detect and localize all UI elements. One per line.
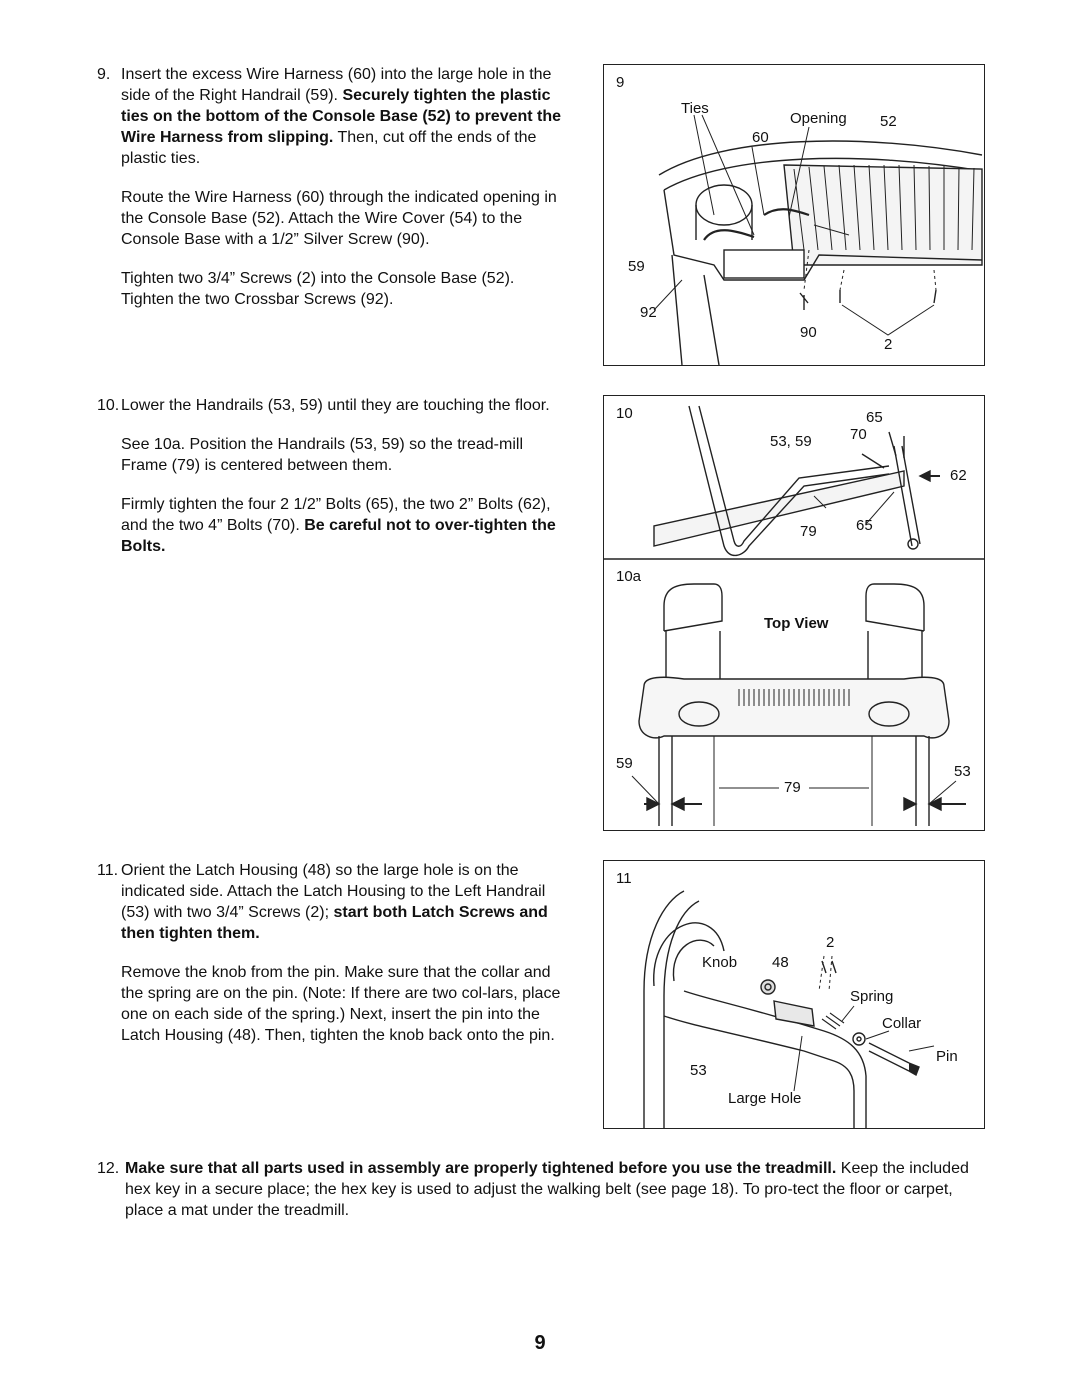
label-65-top: 65 xyxy=(866,409,883,426)
label-53-59: 53, 59 xyxy=(770,433,812,450)
text-run: Insert the excess Wire Harness (60) into… xyxy=(121,66,552,104)
text-run: Lower the Handrails (53, 59) until they … xyxy=(121,397,550,414)
step-paragraph: See 10a. Position the Handrails (53, 59)… xyxy=(121,434,567,476)
step-number: 12. xyxy=(97,1160,120,1177)
label-large-hole: Large Hole xyxy=(728,1090,801,1107)
figure-number: 11 xyxy=(616,870,632,887)
label-2: 2 xyxy=(884,336,892,353)
step-paragraph: Firmly tighten the four 2 1/2” Bolts (65… xyxy=(121,494,567,557)
step-11: 11. Orient the Latch Housing (48) so the… xyxy=(97,860,567,1064)
step-paragraph: Tighten two 3/4” Screws (2) into the Con… xyxy=(121,268,567,310)
label-spring: Spring xyxy=(850,988,893,1005)
figure-number: 10a xyxy=(616,568,642,585)
bold-text-run: start both Latch Screws and then tighten… xyxy=(121,904,548,942)
figure-10: 10 65 70 53, 59 62 79 65 10a Top View 59… xyxy=(603,395,985,831)
bold-text-run: Make sure that all parts used in assembl… xyxy=(125,1160,837,1177)
step-paragraph: Remove the knob from the pin. Make sure … xyxy=(121,962,567,1046)
label-53: 53 xyxy=(690,1062,707,1079)
text-run: Orient the Latch Housing (48) so the lar… xyxy=(121,862,546,921)
label-ties: Ties xyxy=(681,100,709,117)
label-79: 79 xyxy=(784,779,801,796)
step-paragraph: Route the Wire Harness (60) through the … xyxy=(121,187,567,250)
label-79: 79 xyxy=(800,523,817,540)
text-run: See 10a. Position the Handrails (53, 59)… xyxy=(121,436,523,474)
label-60: 60 xyxy=(752,129,769,146)
text-run: Keep the included hex key in a secure pl… xyxy=(125,1160,969,1219)
step-paragraph: Orient the Latch Housing (48) so the lar… xyxy=(121,860,567,944)
step-paragraph: Lower the Handrails (53, 59) until they … xyxy=(121,395,567,416)
label-59: 59 xyxy=(616,755,633,772)
label-59: 59 xyxy=(628,258,645,275)
text-run: Route the Wire Harness (60) through the … xyxy=(121,189,557,248)
label-62: 62 xyxy=(950,467,967,484)
text-run: Firmly tighten the four 2 1/2” Bolts (65… xyxy=(121,496,551,534)
page-number: 9 xyxy=(534,1332,546,1354)
label-92: 92 xyxy=(640,304,657,321)
step-paragraph: Make sure that all parts used in assembl… xyxy=(125,1158,982,1221)
label-pin: Pin xyxy=(936,1048,958,1065)
step-number: 10. xyxy=(97,397,120,414)
label-90: 90 xyxy=(800,324,817,341)
step-number: 9. xyxy=(97,66,111,83)
label-70: 70 xyxy=(850,426,867,443)
label-opening: Opening xyxy=(790,110,847,127)
step-number: 11. xyxy=(97,862,119,879)
figure-number: 9 xyxy=(616,74,624,91)
label-collar: Collar xyxy=(882,1015,921,1032)
text-run: Then, cut off the ends of the plastic ti… xyxy=(121,129,537,167)
label-2: 2 xyxy=(826,934,834,951)
label-53: 53 xyxy=(954,763,971,780)
text-run: Remove the knob from the pin. Make sure … xyxy=(121,964,561,1044)
label-knob: Knob xyxy=(702,954,737,971)
figure-9-drawing: 9 Ties Opening 52 60 54 59 92 90 2 xyxy=(616,74,983,365)
console-base-illustration xyxy=(653,114,983,365)
latch-housing-illustration xyxy=(643,890,935,1128)
figure-11: 11 2 Knob 48 Spring Collar Pin 53 Large … xyxy=(603,860,985,1129)
label-48: 48 xyxy=(772,954,789,971)
figure-9: 9 Ties Opening 52 60 54 59 92 90 2 xyxy=(603,64,985,366)
step-10: 10. Lower the Handrails (53, 59) until t… xyxy=(97,395,567,575)
bold-text-run: Securely tighten the plastic ties on the… xyxy=(121,87,562,146)
top-view-illustration xyxy=(631,583,966,826)
bold-text-run: Be careful not to over-tighten the Bolts… xyxy=(121,517,556,555)
figure-10-drawing: 10 65 70 53, 59 62 79 65 10a Top View 59… xyxy=(604,405,984,826)
figure-number: 10 xyxy=(616,405,633,422)
step-paragraph: Insert the excess Wire Harness (60) into… xyxy=(121,64,567,169)
handrail-side-illustration xyxy=(653,405,940,557)
label-52: 52 xyxy=(880,113,897,130)
figure-11-drawing: 11 2 Knob 48 Spring Collar Pin 53 Large … xyxy=(616,870,958,1128)
step-9: 9. Insert the excess Wire Harness (60) i… xyxy=(97,64,567,328)
step-12: 12. Make sure that all parts used in ass… xyxy=(97,1158,982,1239)
figure-title: Top View xyxy=(764,615,829,632)
text-run: Tighten two 3/4” Screws (2) into the Con… xyxy=(121,270,515,308)
